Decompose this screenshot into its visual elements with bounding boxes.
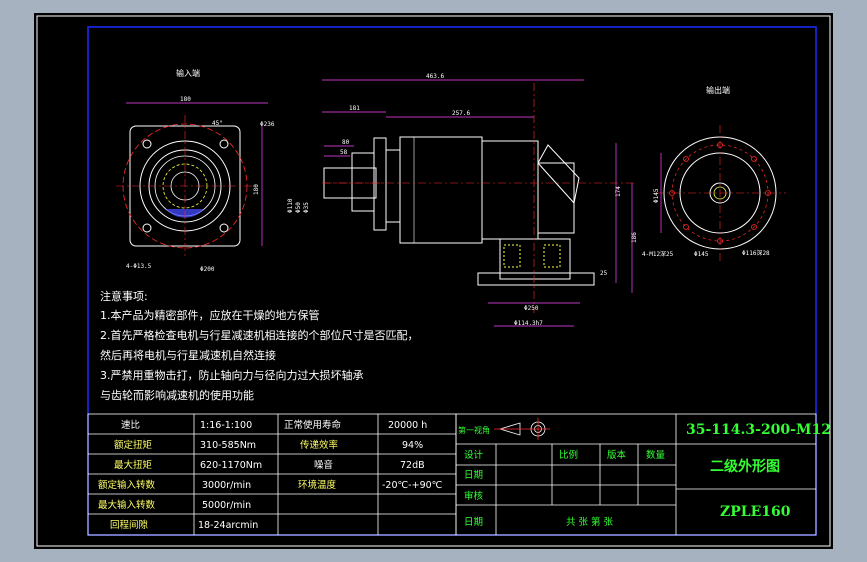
output-end-view: 输出端 Φ145 4-M12深25 Φ145 Φ116深28 xyxy=(642,85,786,261)
spec-label-4: 最大输入转数 xyxy=(98,499,156,511)
dim-input-pcd: Φ200 xyxy=(200,266,215,273)
dim-dia-50: Φ50 xyxy=(295,202,302,213)
dim-output-hole: 4-M12深25 xyxy=(642,250,674,258)
dim-dia-110: Φ110 xyxy=(287,198,294,213)
drawing-name: 二级外形图 xyxy=(710,458,780,475)
spec-value2-2: 72dB xyxy=(400,460,425,471)
spec-label-1: 额定扭矩 xyxy=(114,439,153,451)
dim-len-174: 174 xyxy=(615,186,622,197)
row-label-date-2: 日期 xyxy=(464,517,483,528)
dim-input-hole: 4-Φ13.5 xyxy=(126,263,152,270)
input-end-label: 输入端 xyxy=(176,68,200,78)
spec-label2-3: 环境温度 xyxy=(298,479,337,491)
base-mount xyxy=(499,238,571,280)
dim-len-257: 257.6 xyxy=(452,110,470,117)
spec-value2-1: 94% xyxy=(402,440,423,451)
version-label: 版本 xyxy=(607,449,627,461)
spec-value-1: 310-585Nm xyxy=(200,440,256,451)
side-view: 463.6 181 257.6 80 58 Φ110 Φ50 Φ35 174 xyxy=(287,73,638,327)
spec-value-4: 5000r/min xyxy=(202,500,251,511)
spec-value2-0: 20000 h xyxy=(388,420,427,431)
spec-label-0: 速比 xyxy=(121,419,140,431)
sheet-count: 共 张 第 张 xyxy=(566,516,614,528)
series-name: ZPLE160 xyxy=(720,504,791,520)
gearbox-body xyxy=(399,136,483,244)
dim-height-186: 186 xyxy=(631,232,638,243)
note-line-5: 与齿轮而影响减速机的使用功能 xyxy=(100,388,254,402)
scale-label: 比例 xyxy=(559,449,578,461)
spec-value-3: 3000r/min xyxy=(202,480,251,491)
right-angle-housing xyxy=(481,140,539,240)
spec-value-0: 1:16-1:100 xyxy=(200,420,252,431)
dim-input-angle: 45° xyxy=(212,120,223,127)
row-label-design: 设计 xyxy=(464,449,484,461)
spec-label-3: 额定输入转数 xyxy=(98,479,156,491)
output-end-label: 输出端 xyxy=(706,85,730,95)
dim-len-80: 80 xyxy=(342,139,350,146)
spec-label2-0: 正常使用寿命 xyxy=(284,419,342,431)
spec-value-5: 18-24arcmin xyxy=(198,520,258,531)
title-block-text: 第一视角 设计 日期 审核 日期 比例 版本 数量 共 张 第 张 35-114… xyxy=(458,418,831,528)
dim-base-114: Φ114.3h7 xyxy=(514,320,543,327)
dim-input-d1: Φ145 xyxy=(653,188,660,203)
note-line-1: 1.本产品为精密部件，应放在干燥的地方保管 xyxy=(100,308,320,322)
dim-input-width: 180 xyxy=(180,96,191,103)
spec-value2-3: -20℃-+90℃ xyxy=(382,480,443,491)
dim-output-dia: Φ116深28 xyxy=(742,249,770,257)
dim-output-pcd: Φ145 xyxy=(694,251,709,258)
note-line-4: 3.严禁用重物击打，防止轴向力与径向力过大损坏轴承 xyxy=(100,368,364,382)
dim-total-length: 463.6 xyxy=(426,73,444,80)
dim-input-side: 180 xyxy=(253,184,260,195)
spec-label2-2: 噪音 xyxy=(314,459,333,471)
spec-value-2: 620-1170Nm xyxy=(200,460,262,471)
dim-dia-35: Φ35 xyxy=(303,202,310,213)
dim-height-25: 25 xyxy=(600,270,608,277)
row-label-review: 审核 xyxy=(464,490,484,502)
spec-table xyxy=(87,413,457,536)
dim-input-pcd2: Φ236 xyxy=(260,121,275,128)
dim-len-181: 181 xyxy=(349,105,360,112)
notes-block: 注意事项: 1.本产品为精密部件，应放在干燥的地方保管 2.首先严格检查电机与行… xyxy=(100,289,419,402)
note-line-0: 注意事项: xyxy=(100,289,148,303)
dim-len-58: 58 xyxy=(340,149,348,156)
projection-label: 第一视角 xyxy=(458,425,490,435)
cad-viewport: 输入端 180 45° Φ236 180 4-Φ13.5 Φ200 463.6 … xyxy=(34,13,833,549)
note-line-2: 2.首先严格检查电机与行星减速机相连接的个部位尺寸是否匹配， xyxy=(100,328,419,342)
drawing-sheet: 输入端 180 45° Φ236 180 4-Φ13.5 Φ200 463.6 … xyxy=(36,15,831,547)
spec-label-2: 最大扭矩 xyxy=(114,459,153,471)
input-end-view: 输入端 180 45° Φ236 180 4-Φ13.5 Φ200 xyxy=(116,68,275,273)
spec-label-5: 回程间隙 xyxy=(110,519,149,531)
sheet-outer-border xyxy=(36,15,831,547)
title-block xyxy=(455,413,817,536)
spec-label2-1: 传递效率 xyxy=(300,439,339,451)
note-line-3: 然后再将电机与行星减速机自然连接 xyxy=(100,348,276,362)
quantity-label: 数量 xyxy=(646,449,666,461)
projection-symbol-icon xyxy=(494,418,550,440)
dim-base-250: Φ250 xyxy=(524,305,539,312)
model-code: 35-114.3-200-M12 xyxy=(686,422,831,438)
row-label-date-1: 日期 xyxy=(464,470,483,481)
spec-table-text: 速比 1:16-1:100 正常使用寿命 20000 h 额定扭矩 310-58… xyxy=(98,419,443,531)
